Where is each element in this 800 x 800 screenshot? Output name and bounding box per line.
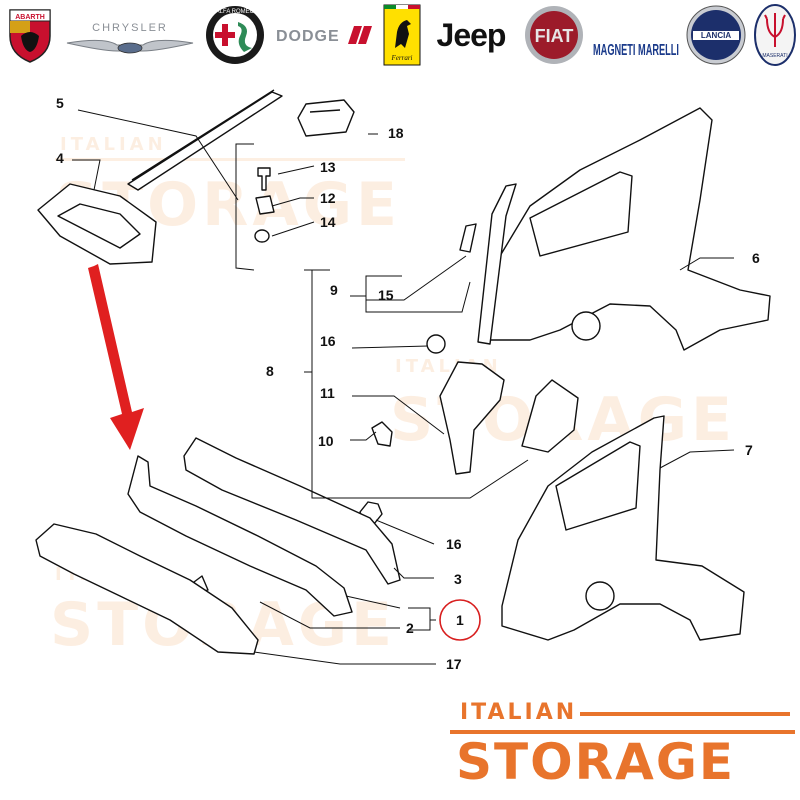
part-9-pillar <box>477 183 517 345</box>
part-14-grommet <box>254 229 270 243</box>
callout-1: 1 <box>456 612 464 628</box>
callout-4: 4 <box>56 150 64 166</box>
part-18-clip <box>297 99 355 137</box>
lancia-logo: LANCIA <box>684 0 748 70</box>
callout-18: 18 <box>388 125 404 141</box>
brand-logo-bar: ABARTH CHRYSLER ALFA ROMEO DODGE <box>0 0 800 70</box>
part-3-crossmember <box>183 437 401 585</box>
part-16-grommet-upper <box>426 334 446 354</box>
italian-storage-logo-rule-middle <box>450 730 795 734</box>
part-12-bracket <box>255 195 275 215</box>
callout-12: 12 <box>320 190 336 206</box>
fiat-logo-text: FIAT <box>535 26 574 46</box>
callout-16-upper: 16 <box>320 333 336 349</box>
part-5-roof-rail <box>127 89 283 191</box>
dodge-logo: DODGE <box>272 0 376 70</box>
callout-1-highlight-circle <box>439 599 481 641</box>
part-7-fuel-cap <box>585 581 615 611</box>
part-15-reinforcement <box>459 223 477 253</box>
italian-storage-logo-rule-top <box>580 712 790 716</box>
part-10-bracket <box>371 421 393 447</box>
callout-17: 17 <box>446 656 462 672</box>
part-6-fuel-cap <box>571 311 601 341</box>
ferrari-logo-text: Ferrari <box>391 54 413 62</box>
magneti-marelli-logo: MAGNETI MARELLI <box>590 0 682 70</box>
wheel-arch-reinforcement <box>521 379 579 453</box>
fiat-logo: FIAT <box>520 0 588 70</box>
leader-lines <box>72 109 735 665</box>
part-17-lower-skirt <box>35 523 259 655</box>
abarth-logo: ABARTH <box>0 0 60 70</box>
red-arrow <box>88 264 144 450</box>
exploded-parts-diagram: ITALIAN STORAGE ITALIAN STORAGE ITALIAN … <box>0 70 800 690</box>
callout-8: 8 <box>266 363 274 379</box>
callout-5: 5 <box>56 95 64 111</box>
ferrari-logo: Ferrari <box>380 0 424 70</box>
italian-storage-logo-big-text: STORAGE <box>456 733 736 791</box>
maserati-logo-text: MASERATI <box>762 53 787 59</box>
jeep-logo-text: Jeep <box>436 16 507 53</box>
callout-13: 13 <box>320 159 336 175</box>
callout-11: 11 <box>320 385 335 401</box>
callout-3: 3 <box>454 571 462 587</box>
group-bracket-13-14 <box>235 143 255 271</box>
lancia-logo-text: LANCIA <box>701 31 731 40</box>
callout-15: 15 <box>378 287 394 303</box>
part-7-rear-quarter-panel-lower <box>501 415 745 641</box>
alfa-romeo-logo: ALFA ROMEO <box>200 0 270 70</box>
watermark-top-line1: ITALIAN <box>60 134 167 155</box>
callout-6: 6 <box>752 250 760 266</box>
part-6-rear-quarter-panel-upper <box>483 107 771 351</box>
callout-9: 9 <box>330 282 338 298</box>
chrysler-logo: CHRYSLER <box>62 0 197 70</box>
callout-14: 14 <box>320 214 336 230</box>
abarth-logo-text: ABARTH <box>15 14 45 21</box>
part-4-floor-panel <box>37 183 157 265</box>
callout-labels: 1 2 3 4 5 6 7 8 9 10 11 12 13 14 15 16 1… <box>56 95 760 672</box>
chrysler-logo-text: CHRYSLER <box>92 22 168 34</box>
italian-storage-logo: ITALIAN STORAGE <box>450 700 795 800</box>
callout-7: 7 <box>745 442 753 458</box>
magneti-marelli-logo-text: MAGNETI MARELLI <box>593 42 679 57</box>
jeep-logo: Jeep <box>426 0 516 70</box>
part-11-inner-panel <box>439 361 505 475</box>
part-13-screw <box>257 167 271 191</box>
part-2-rear-panel <box>127 455 353 617</box>
callout-10: 10 <box>318 433 334 449</box>
callout-2: 2 <box>406 620 414 636</box>
dodge-logo-text: DODGE <box>276 28 340 45</box>
italian-storage-logo-small-text: ITALIAN <box>460 700 578 725</box>
callout-16-lower: 16 <box>446 536 462 552</box>
alfa-romeo-logo-text: ALFA ROMEO <box>216 9 255 15</box>
maserati-logo: MASERATI <box>752 0 798 70</box>
